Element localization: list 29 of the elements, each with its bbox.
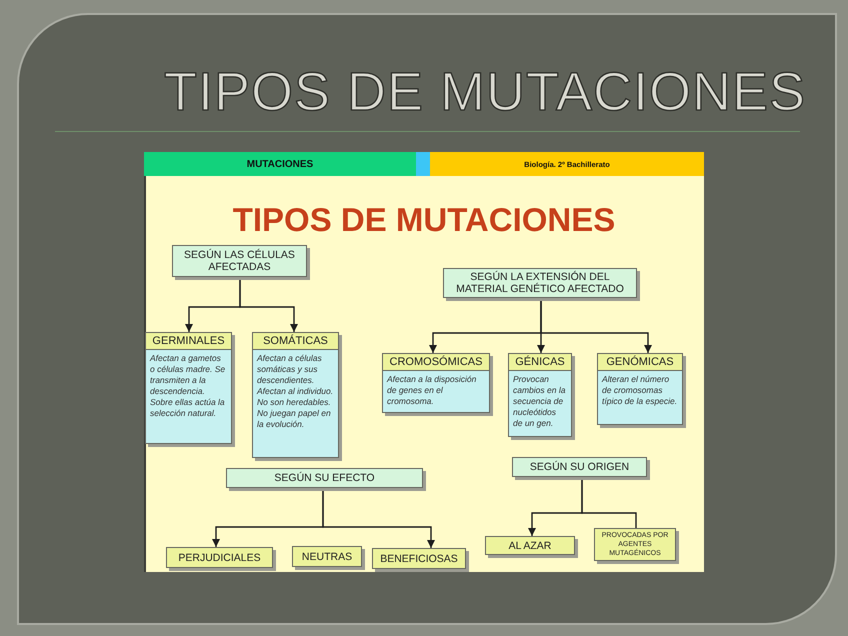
card-heading: SOMÁTICAS [253,333,338,350]
card-heading: CROMOSÓMICAS [383,354,489,371]
card-description: Afectan a células somáticas y sus descendientes. Afectan al individuo. No son heredables. No juegan papel en la evolución. [253,350,338,457]
category-card [252,332,339,458]
category-box: SEGÚN SU EFECTO [226,468,423,488]
slide-title: TIPOS DE MUTACIONES [162,62,808,122]
category-box: SEGÚN LAS CÉLULAS AFECTADAS [172,245,307,277]
card-heading: GÉNICAS [509,354,571,371]
card-description: Provocan cambios en la secuencia de nucleótidos de un gen. [509,371,571,436]
card-description: Alteran el número de cromosomas típico de la especie. [598,371,682,424]
type-box: NEUTRAS [292,546,362,567]
connector-arrow [239,277,298,332]
category-box: SEGÚN LA EXTENSIÓN DEL MATERIAL GENÉTICO AFECTADO [443,268,637,298]
type-box: BENEFICIOSAS [372,548,466,569]
category-card [508,353,572,437]
panel-heading: TIPOS DE MUTACIONES [232,200,616,240]
type-box: AL AZAR [485,536,575,555]
card-heading: GENÓMICAS [598,354,682,371]
category-card [597,353,683,425]
category-card [382,353,490,413]
connector-arrow [322,488,435,548]
card-description: Afectan a gametos o células madre. Se transmiten a la descendencia. Sobre ellas actúa la selección natural. [146,350,231,443]
card-heading: GERMINALES [146,333,231,350]
header-band: MUTACIONES [144,152,416,176]
connector-arrow [540,298,652,353]
category-card [145,332,232,444]
type-box: PERJUDICIALES [166,547,273,568]
category-box: SEGÚN SU ORIGEN [512,457,647,477]
card-description: Afectan a la disposición de genes en el cromosoma. [383,371,489,412]
